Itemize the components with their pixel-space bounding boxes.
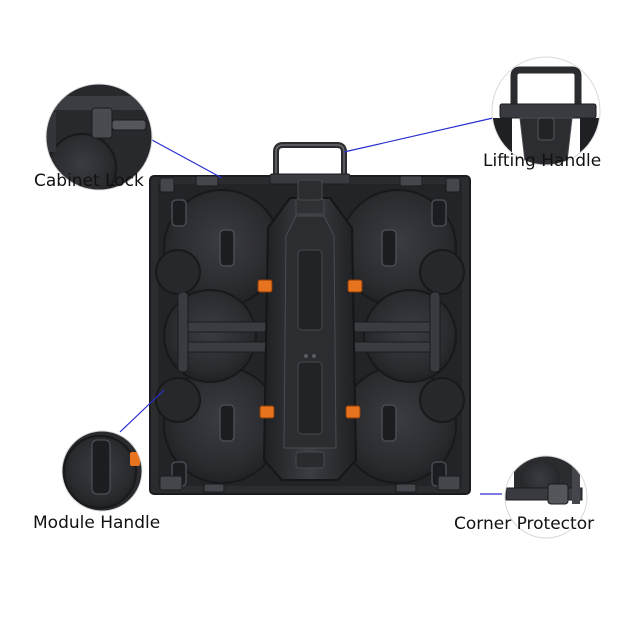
label-cabinet-lock: Cabinet Lock [34,171,144,191]
horizontal-rails [185,321,435,353]
label-module-handle: Module Handle [33,513,161,533]
cabinet-locks [159,175,461,193]
module-handle-detail [61,430,143,512]
leader-module-handle [119,389,165,433]
label-lifting-handle: Lifting Handle [483,151,602,171]
orange-latches [257,279,363,419]
corner-protector-detail [504,455,588,539]
label-corner-protector: Corner Protector [454,514,595,534]
leader-cabinet-lock [151,139,223,179]
leader-lines [119,117,502,495]
side-bar-right [429,291,441,373]
leader-lifting-handle [343,117,494,153]
corner-protectors [159,475,461,493]
lifting-handle [269,142,351,201]
central-spine [262,192,358,481]
side-bar-left [177,291,189,373]
led-cabinet [149,142,471,495]
